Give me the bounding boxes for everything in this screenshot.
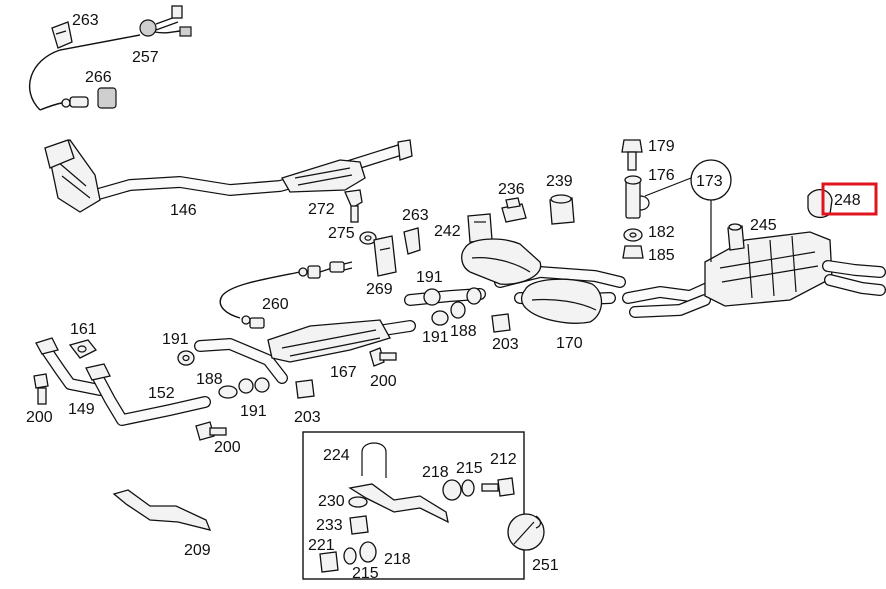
label-218-inset-upper: 218 bbox=[422, 464, 449, 481]
sleeve-176[interactable] bbox=[624, 175, 650, 219]
clip-263-top[interactable] bbox=[51, 21, 73, 49]
bolt-200-lower[interactable] bbox=[195, 421, 227, 441]
label-236: 236 bbox=[498, 181, 525, 198]
washer-230[interactable] bbox=[348, 496, 368, 508]
label-251: 251 bbox=[532, 557, 559, 574]
label-212: 212 bbox=[490, 451, 517, 468]
rubber-mount-245[interactable] bbox=[727, 223, 745, 251]
label-191-left: 191 bbox=[162, 331, 189, 348]
bolt-200-left[interactable] bbox=[33, 373, 49, 405]
plug-272[interactable] bbox=[344, 189, 363, 223]
label-188-mid: 188 bbox=[450, 323, 477, 340]
clamp-188-mid[interactable] bbox=[450, 287, 482, 319]
clip-263-mid[interactable] bbox=[403, 227, 421, 255]
label-257: 257 bbox=[132, 49, 159, 66]
label-215-inset-lower: 215 bbox=[352, 565, 379, 582]
washer-182[interactable] bbox=[623, 228, 643, 242]
tool-251[interactable] bbox=[507, 513, 545, 551]
label-215-inset-upper: 215 bbox=[456, 460, 483, 477]
label-146: 146 bbox=[170, 202, 197, 219]
label-218-inset-lower: 218 bbox=[384, 551, 411, 568]
label-248: 248 bbox=[834, 192, 861, 209]
label-230: 230 bbox=[318, 493, 345, 510]
label-245: 245 bbox=[750, 217, 777, 234]
bracket-269[interactable] bbox=[373, 235, 397, 277]
nut-203-mid[interactable] bbox=[491, 313, 511, 333]
front-pipe-149[interactable] bbox=[35, 337, 106, 396]
nut-185[interactable] bbox=[622, 245, 644, 259]
label-188-left: 188 bbox=[196, 371, 223, 388]
label-179: 179 bbox=[648, 138, 675, 155]
label-260: 260 bbox=[262, 296, 289, 313]
label-191-upper: 191 bbox=[416, 269, 443, 286]
washer-275[interactable] bbox=[359, 231, 377, 245]
label-200-left: 200 bbox=[26, 409, 53, 426]
label-266: 266 bbox=[85, 69, 112, 86]
clamp-188-left[interactable] bbox=[218, 377, 270, 399]
label-239: 239 bbox=[546, 173, 573, 190]
rubber-ring-191-mid[interactable] bbox=[423, 288, 449, 326]
label-191-lower: 191 bbox=[240, 403, 267, 420]
front-pipe-152[interactable] bbox=[85, 363, 211, 426]
catalytic-converter-assembly-146[interactable] bbox=[44, 139, 413, 213]
bracket-218-inset[interactable] bbox=[348, 483, 449, 524]
u-bolt-224[interactable] bbox=[361, 442, 387, 478]
nut-233[interactable] bbox=[349, 515, 369, 535]
bolt-212[interactable] bbox=[481, 477, 515, 497]
label-263-top: 263 bbox=[72, 12, 99, 29]
label-269: 269 bbox=[366, 281, 393, 298]
label-191-mid: 191 bbox=[422, 329, 449, 346]
label-170: 170 bbox=[556, 335, 583, 352]
label-200-lower: 200 bbox=[214, 439, 241, 456]
sensor-266[interactable] bbox=[39, 87, 117, 111]
nut-203-left[interactable] bbox=[295, 379, 315, 399]
label-149: 149 bbox=[68, 401, 95, 418]
bolt-200-mid[interactable] bbox=[369, 347, 397, 367]
bracket-209[interactable] bbox=[112, 489, 212, 531]
label-200-mid: 200 bbox=[370, 373, 397, 390]
washer-215-inset[interactable] bbox=[343, 547, 357, 565]
rubber-insert-215-218[interactable] bbox=[442, 479, 475, 501]
label-152: 152 bbox=[148, 385, 175, 402]
flange-161[interactable] bbox=[68, 339, 98, 359]
label-185: 185 bbox=[648, 247, 675, 264]
rubber-218-inset[interactable] bbox=[359, 541, 377, 563]
center-muffler-assembly-170[interactable] bbox=[461, 238, 626, 324]
label-221: 221 bbox=[308, 537, 335, 554]
callout-circle-173 bbox=[690, 159, 732, 201]
mount-242[interactable] bbox=[467, 213, 493, 243]
oxygen-sensor-257[interactable] bbox=[29, 5, 192, 111]
bolt-179[interactable] bbox=[621, 139, 643, 171]
label-167: 167 bbox=[330, 364, 357, 381]
label-182: 182 bbox=[648, 224, 675, 241]
label-233: 233 bbox=[316, 517, 343, 534]
rubber-mount-239[interactable] bbox=[549, 194, 575, 225]
label-173: 173 bbox=[696, 173, 723, 190]
label-203-mid: 203 bbox=[492, 336, 519, 353]
label-161: 161 bbox=[70, 321, 97, 338]
label-272: 272 bbox=[308, 201, 335, 218]
label-224: 224 bbox=[323, 447, 350, 464]
label-176: 176 bbox=[648, 167, 675, 184]
label-203-left: 203 bbox=[294, 409, 321, 426]
oxygen-sensor-260[interactable] bbox=[219, 261, 353, 329]
rubber-mount-236[interactable] bbox=[501, 197, 527, 223]
highlight-box-248 bbox=[821, 182, 878, 216]
label-263-mid: 263 bbox=[402, 207, 429, 224]
rubber-ring-191-left[interactable] bbox=[177, 350, 195, 366]
nut-221[interactable] bbox=[319, 551, 339, 573]
label-275: 275 bbox=[328, 225, 355, 242]
rear-muffler-173[interactable] bbox=[622, 231, 886, 318]
label-242: 242 bbox=[434, 223, 461, 240]
leader-lines bbox=[644, 177, 712, 262]
label-209: 209 bbox=[184, 542, 211, 559]
part-labels: 263 257 266 146 272 275 263 242 236 239 … bbox=[26, 12, 861, 582]
